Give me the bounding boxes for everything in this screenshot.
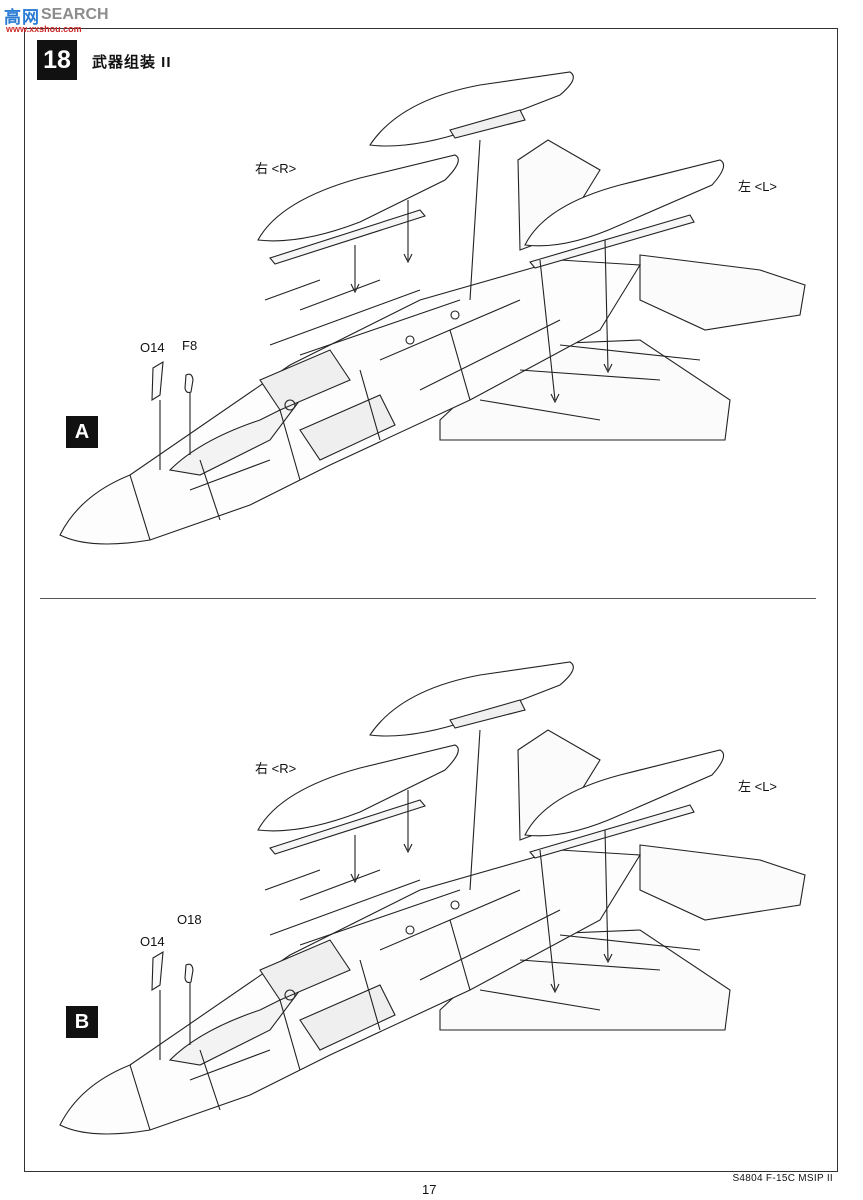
panel-b-left-label: 左 <L> xyxy=(738,779,778,794)
step-number-badge: 18 xyxy=(37,40,77,80)
logo-url: www.xxshou.com xyxy=(6,24,82,34)
panel-a-badge: A xyxy=(66,416,98,448)
logo-en-text: SEARCH xyxy=(41,6,109,23)
panel-b-part-o18: O18 xyxy=(177,912,202,927)
panel-divider xyxy=(40,598,816,599)
logo-badge-text: 网 xyxy=(22,7,40,27)
page-frame xyxy=(24,28,838,1172)
kit-code: S4804 F-15C MSIP II xyxy=(732,1173,833,1184)
panel-b-part-o14: O14 xyxy=(140,934,165,949)
site-logo: 高 网 SEARCH xyxy=(4,4,109,27)
illustration-panel-a xyxy=(59,71,806,545)
step-title: 武器组装 II xyxy=(92,54,172,71)
panel-a-left-label: 左 <L> xyxy=(738,179,778,194)
panel-a-part-o14: O14 xyxy=(140,340,165,355)
panel-b-right-label: 右 <R> xyxy=(255,761,297,776)
page-number: 17 xyxy=(422,1182,437,1197)
logo-cn-text: 高 xyxy=(4,7,22,27)
panel-b-badge: B xyxy=(66,1006,98,1038)
panel-a-right-label: 右 <R> xyxy=(255,161,297,176)
panel-a-part-f8: F8 xyxy=(182,338,198,353)
illustration-panel-b xyxy=(59,661,806,1135)
